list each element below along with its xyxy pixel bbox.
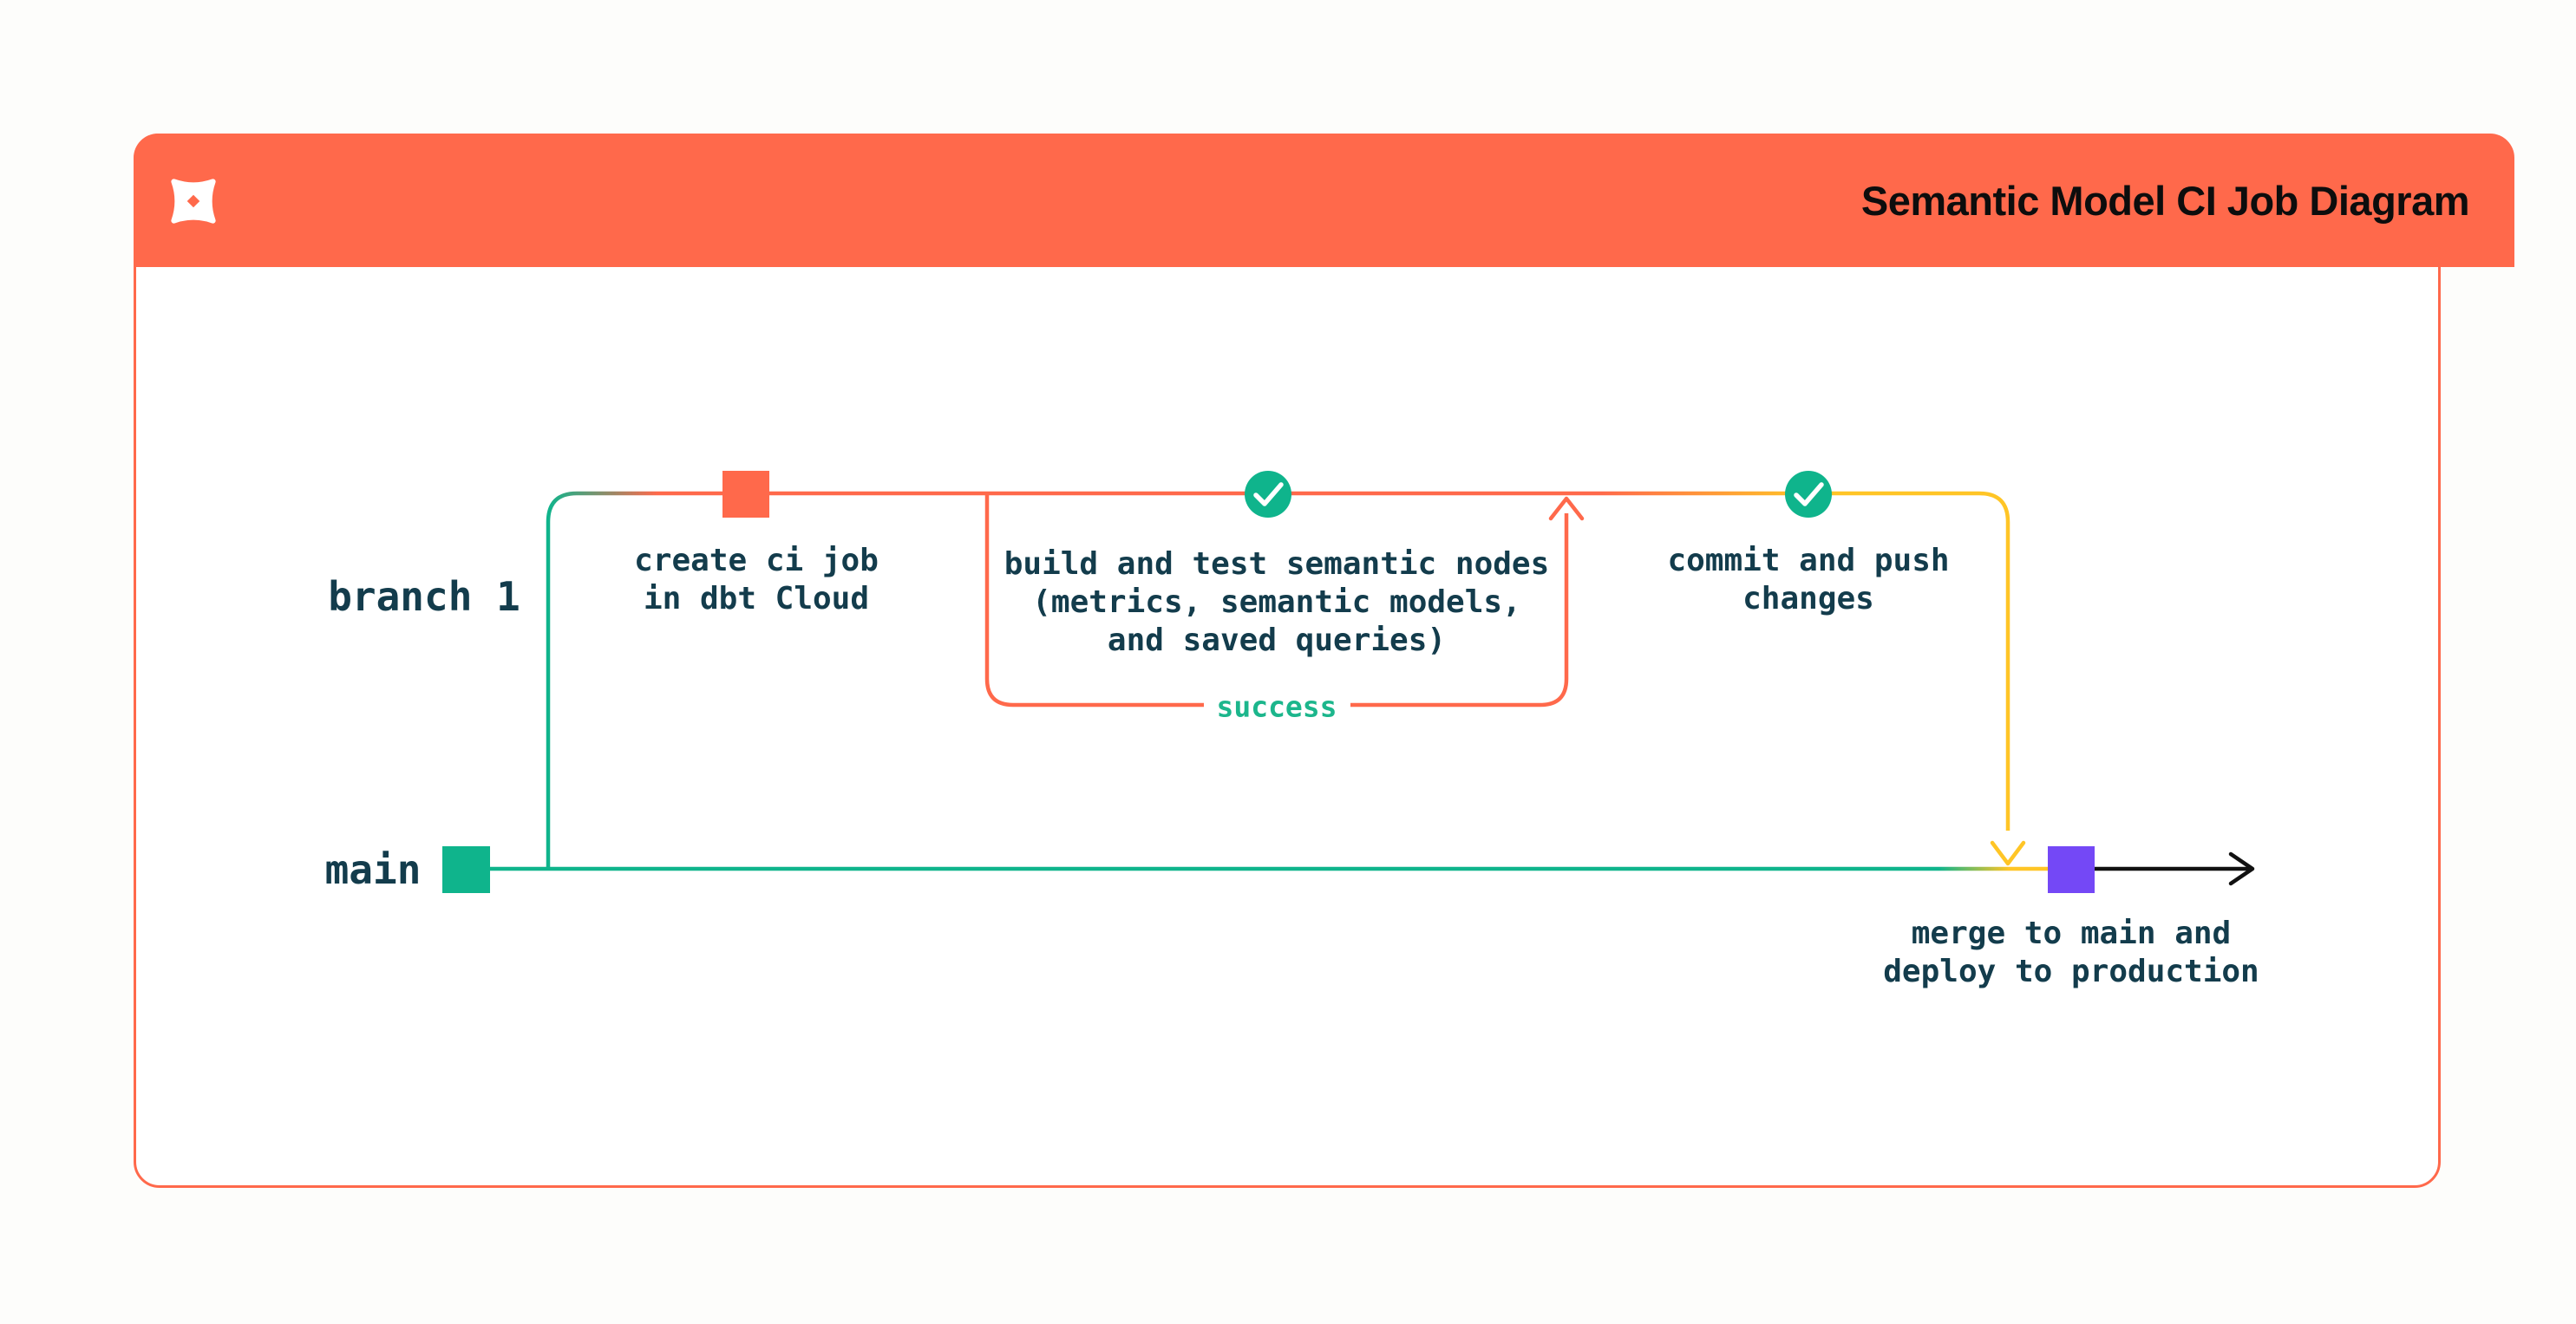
merge-arrowhead-icon [1990, 840, 2026, 866]
header-bar: Semantic Model CI Job Diagram [134, 134, 2514, 267]
check-circle-icon [1785, 471, 1832, 518]
main-commit-node [442, 846, 490, 893]
dbt-logo-icon [171, 179, 216, 224]
loop-arrowhead-icon [1548, 496, 1585, 521]
branch1-label: branch 1 [328, 573, 520, 620]
check-circle-icon [1245, 471, 1291, 518]
merge-commit-node [2048, 846, 2095, 893]
create-ci-job-node [722, 471, 769, 518]
success-label: success [1216, 689, 1337, 724]
page-title: Semantic Model CI Job Diagram [1860, 177, 2470, 224]
merge-deploy-label: merge to main and deploy to production [1883, 916, 2259, 989]
diagram-card: Semantic Model CI Job Diagram [134, 134, 2514, 1188]
main-label: main [324, 846, 422, 893]
create-ci-job-label: create ci job in dbt Cloud [634, 543, 879, 616]
success-loop-line [984, 495, 1569, 708]
commit-push-label: commit and push changes [1667, 543, 1950, 616]
build-test-label: build and test semantic nodes (metrics, … [1004, 546, 1550, 658]
production-arrowhead-icon [2228, 851, 2255, 886]
